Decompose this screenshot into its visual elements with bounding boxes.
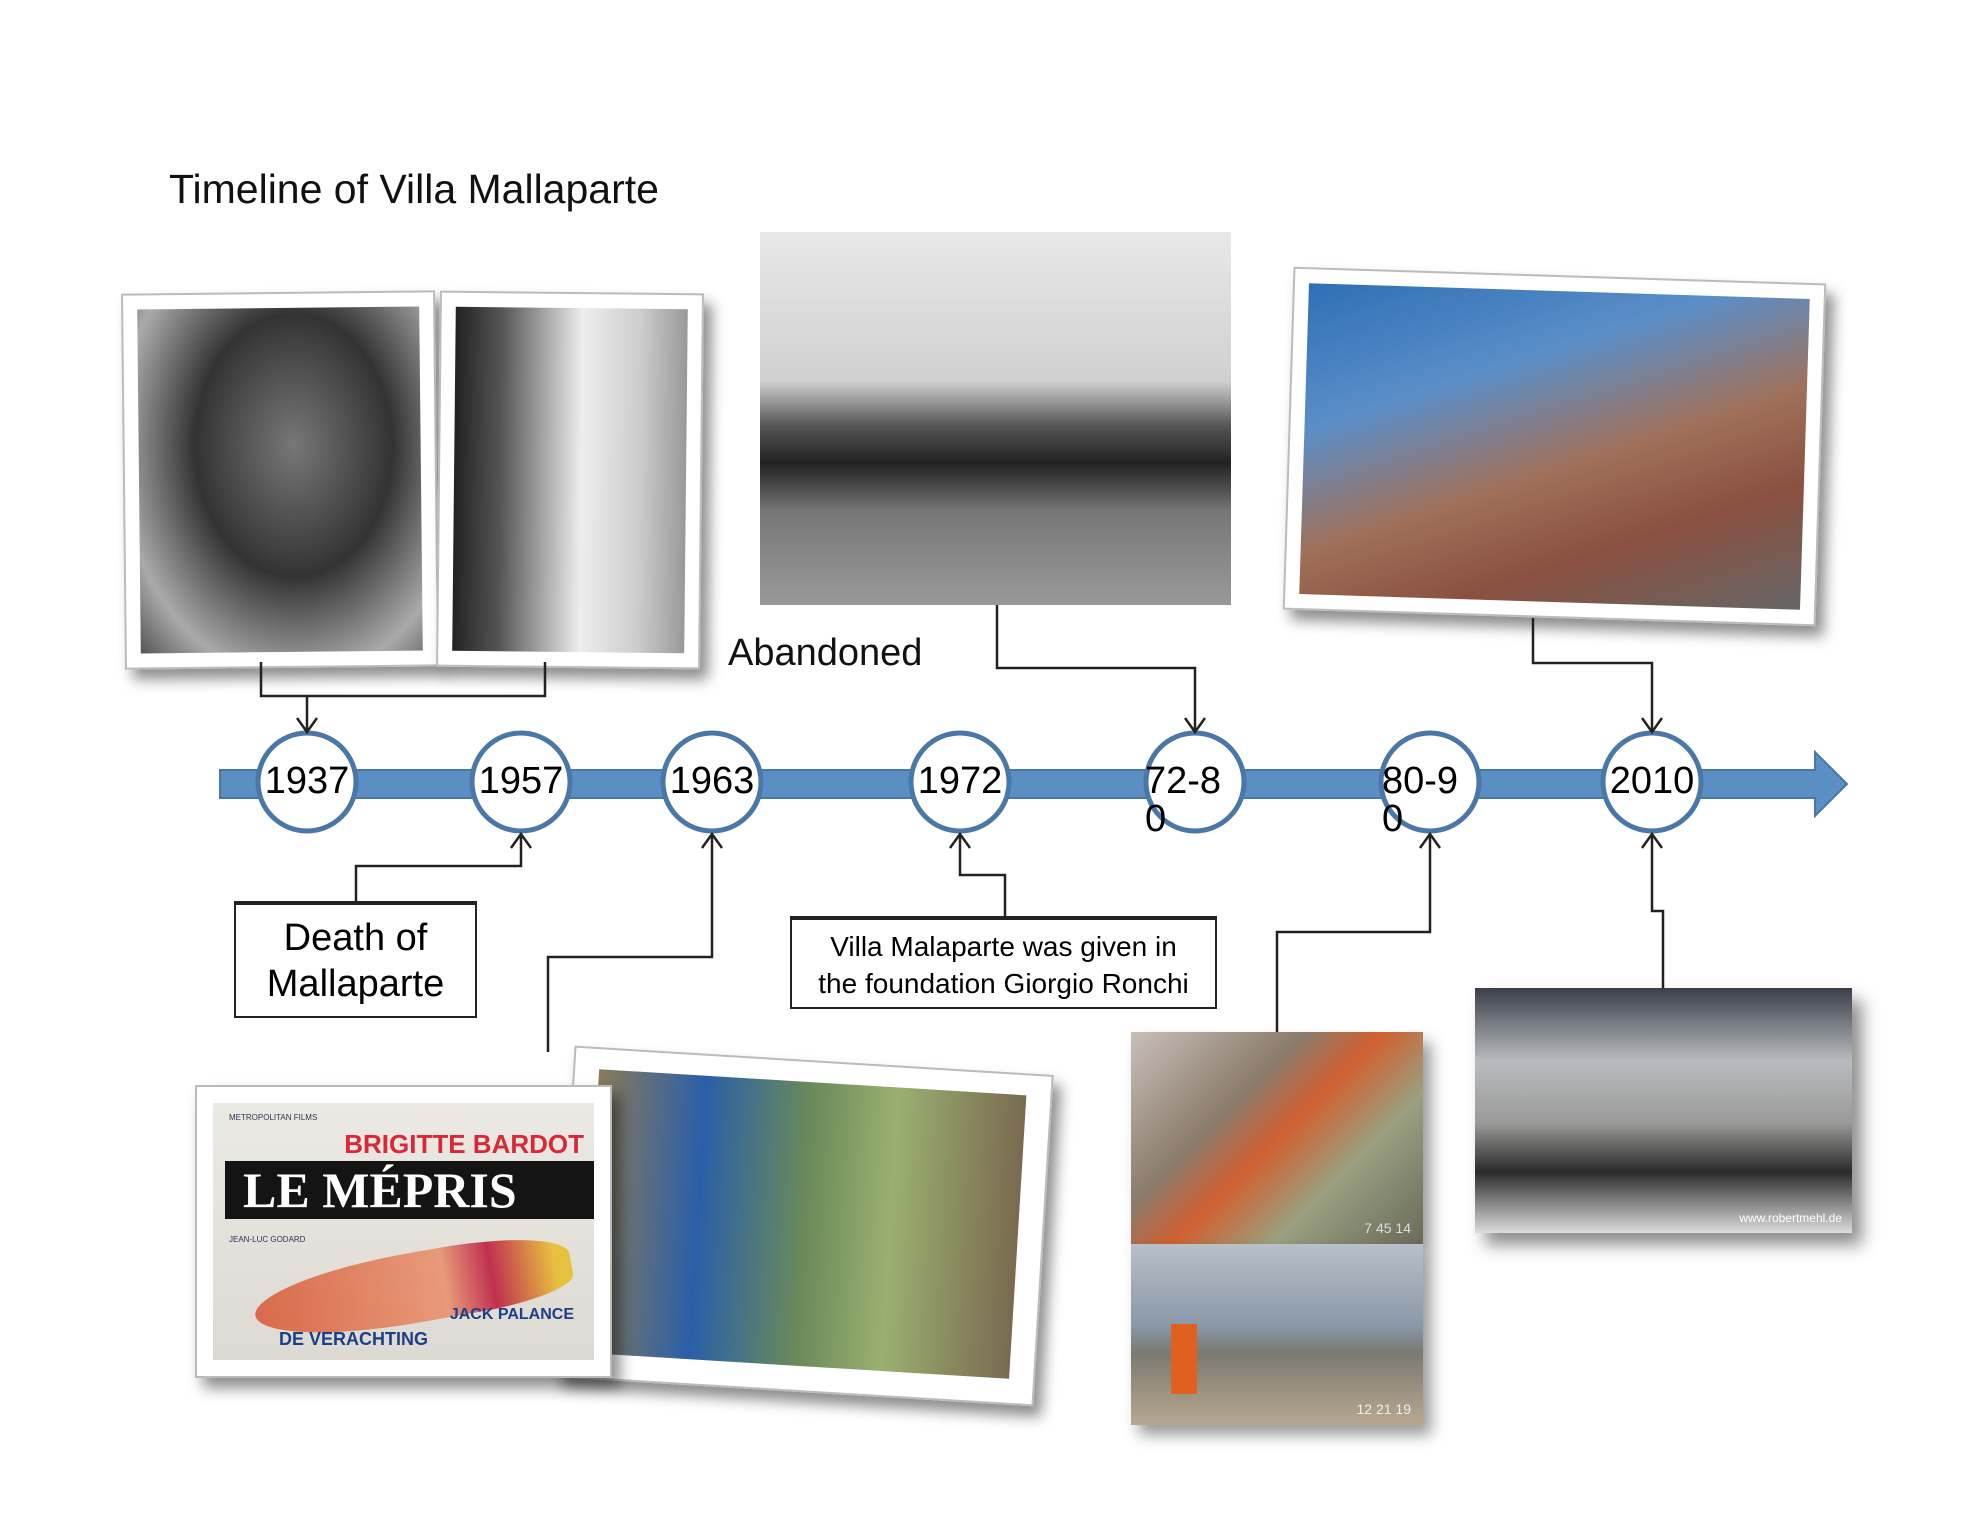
- callout-death-of-mallaparte: Death of Mallaparte: [234, 901, 477, 1018]
- connector-fireplace: [995, 605, 1197, 732]
- connector-1937: [259, 662, 547, 698]
- node-label-1963: 1963: [669, 760, 755, 802]
- node-label-1937: 1937: [264, 760, 350, 802]
- photo-timestamp: 12 21 19: [1356, 1401, 1412, 1417]
- photo-construction-top: 7 45 14: [1131, 1032, 1423, 1244]
- photo-construction-bottom: 12 21 19: [1131, 1244, 1423, 1425]
- node-circle-1963: [660, 730, 764, 834]
- connector-1957: [354, 834, 523, 901]
- photo-fireplace: [760, 232, 1231, 605]
- node-circle-80-90: [1378, 730, 1482, 834]
- poster-director: JEAN-LUC GODARD: [229, 1235, 306, 1244]
- connector-1972: [958, 834, 1007, 916]
- page-title: Timeline of Villa Mallaparte: [169, 166, 659, 212]
- poster-title: LE MÉPRIS: [243, 1162, 517, 1218]
- connector-fashion: [1531, 618, 1654, 732]
- poster-subtitle: DE VERACHTING: [279, 1329, 429, 1349]
- photo-timestamp: 7 45 14: [1364, 1220, 1411, 1236]
- node-label-1972: 1972: [917, 760, 1003, 802]
- photo-film-still: [554, 1045, 1054, 1407]
- connector-80-90: [1275, 834, 1432, 1032]
- poster-star: BRIGITTE BARDOT: [344, 1129, 584, 1159]
- node-label-2010: 2010: [1609, 760, 1695, 802]
- node-label-72-80: 72-80: [1145, 760, 1222, 840]
- node-label-1957: 1957: [478, 760, 564, 802]
- connector-1963: [546, 834, 714, 1052]
- poster-costar: JACK PALANCE: [449, 1306, 574, 1323]
- photo-watermark: www.robertmehl.de: [1739, 1211, 1842, 1225]
- node-circle-1957: [469, 730, 573, 834]
- node-circle-1972: [908, 730, 1012, 834]
- poster-studio: METROPOLITAN FILMS: [229, 1113, 318, 1122]
- abandoned-label: Abandoned: [728, 632, 923, 674]
- connector-2010: [1650, 834, 1665, 988]
- callout-foundation: Villa Malaparte was given in the foundat…: [790, 916, 1217, 1009]
- node-label-80-90: 80-90: [1382, 760, 1459, 840]
- photo-le-mepris-poster: METROPOLITAN FILMS BRIGITTE BARDOT LE MÉ…: [195, 1085, 612, 1378]
- photo-interior-2010: www.robertmehl.de: [1475, 988, 1852, 1233]
